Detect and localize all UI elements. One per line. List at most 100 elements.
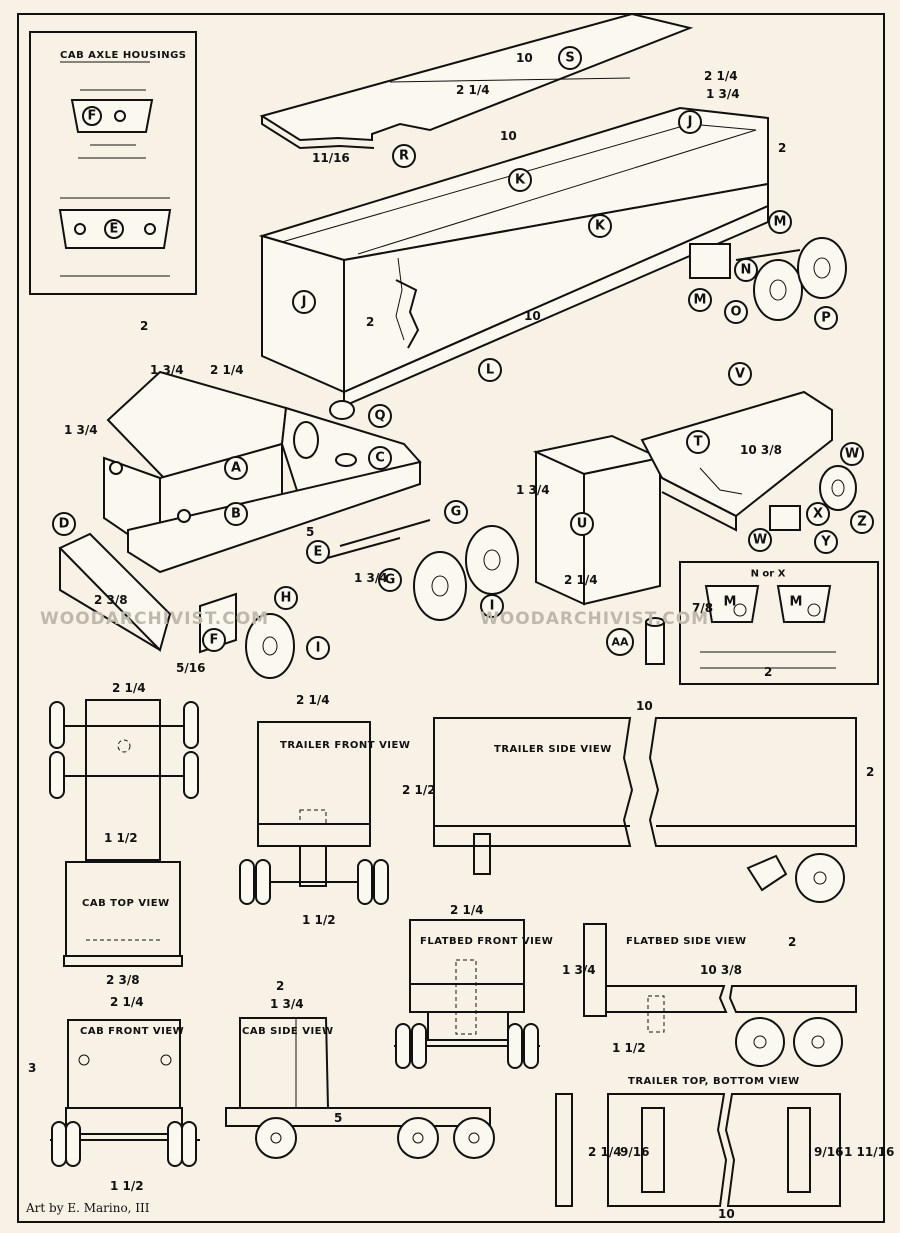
dim-top-view-bumper: 2 3/8 (106, 973, 140, 987)
flatbed-side-view (583, 923, 857, 1067)
inset-part-m2-label: M (790, 595, 803, 610)
dim-notch: 11/16 (312, 151, 350, 165)
part-d-label: D (59, 517, 70, 532)
part-g2-label: G (385, 573, 396, 588)
dim-trailer-side-height: 2 1/2 (402, 783, 436, 797)
cab-top-view (49, 699, 199, 967)
dim-cab-side-chassis: 5 (334, 1111, 342, 1125)
dim-trailer-side-wheels: 2 (788, 935, 796, 949)
artist-credit: Art by E. Marino, III (25, 1201, 150, 1215)
dim-inset-height: 7/8 (692, 601, 713, 615)
title-cab-top: CAB TOP VIEW (82, 898, 170, 909)
dim-box-height: 2 (778, 141, 786, 155)
part-s-label: S (565, 51, 574, 66)
dim-bumper-length: 2 3/8 (94, 593, 128, 607)
part-h-label: H (281, 591, 292, 606)
dim-flatbed-width: 2 1/4 (564, 573, 598, 587)
part-o-label: O (730, 305, 741, 320)
trailer-front-view (239, 721, 389, 905)
dim-trailer-side-length: 10 (636, 699, 653, 713)
watermark-left: WOODARCHIVIST.COM (40, 609, 269, 629)
dim-box-side-height: 2 (366, 315, 374, 329)
part-r-label: R (399, 149, 409, 164)
dim-slot-offset2: 9/16 (814, 1145, 843, 1159)
part-w-label: W (845, 447, 859, 462)
dim-flatbed-height: 1 3/4 (516, 483, 550, 497)
trailer-top-bottom-view (555, 1093, 841, 1207)
part-t-label: T (694, 435, 703, 450)
inset-part-e-label: E (110, 222, 119, 237)
part-j2-label: J (301, 295, 307, 310)
dim-top-width: 2 1/4 (456, 83, 490, 97)
dim-top-view-inner: 1 1/2 (104, 831, 138, 845)
part-k-label: K (515, 173, 526, 188)
part-m-label: M (774, 215, 787, 230)
dim-top-view-width: 2 1/4 (112, 681, 146, 695)
dim-trailer-bottom-slot: 1 11/16 (844, 1145, 894, 1159)
dim-cab-front-axle: 1 1/2 (110, 1179, 144, 1193)
trailer-wheels (329, 237, 847, 420)
page-border (17, 13, 885, 1223)
title-trailer-top-bottom: TRAILER TOP, BOTTOM VIEW (628, 1076, 800, 1087)
trailer-top-board (259, 12, 694, 150)
dim-trailer-side-box: 2 (866, 765, 874, 779)
dim-trailer-front-axle: 1 1/2 (302, 913, 336, 927)
part-v-label: V (735, 367, 745, 382)
part-f-callout (82, 106, 102, 126)
title-flatbed-side: FLATBED SIDE VIEW (626, 936, 747, 947)
inset-n-or-x-label: N or X (751, 569, 786, 580)
part-e-callout (104, 219, 124, 239)
part-c-label: C (375, 451, 385, 466)
cab-front-view (50, 1019, 200, 1167)
dim-cab-side-cab: 1 3/4 (270, 997, 304, 1011)
dim-box-inner: 1 3/4 (706, 87, 740, 101)
title-trailer-side: TRAILER SIDE VIEW (494, 744, 612, 755)
part-i2-label: I (316, 641, 321, 656)
dim-flatbed-side-length: 10 3/8 (700, 963, 742, 977)
flatbed-front-view (394, 919, 540, 1069)
dim-cab-width: 2 1/4 (210, 363, 244, 377)
cab-side-view (225, 1017, 495, 1159)
part-i-label: I (490, 599, 495, 614)
title-flatbed-front: FLATBED FRONT VIEW (420, 936, 553, 947)
part-j-label: J (687, 115, 693, 130)
part-g-label: G (451, 505, 462, 520)
part-q-label: Q (374, 409, 385, 424)
dim-cab-depth: 1 3/4 (150, 363, 184, 377)
part-l-label: L (486, 363, 494, 378)
dim-cab-side-length: 2 (276, 979, 284, 993)
title-cab-side: CAB SIDE VIEW (242, 1026, 334, 1037)
part-y-label: Y (820, 535, 831, 550)
part-n-label: N (741, 263, 752, 278)
dim-flatbed-side-post: 1 1/2 (612, 1041, 646, 1055)
dim-trailer-front-width: 2 1/4 (296, 693, 330, 707)
dim-cab-front-width: 2 1/4 (110, 995, 144, 1009)
dim-trailer-bottom-length: 10 (718, 1207, 735, 1221)
dim-flatbed-side-height: 1 3/4 (562, 963, 596, 977)
dim-box-bottom-length: 10 (524, 309, 541, 323)
dim-inset-width: 2 (764, 665, 772, 679)
part-w2-label: W (753, 533, 767, 548)
dim-cab-length: 2 (140, 319, 148, 333)
cab-axle-housings-inset: CAB AXLE HOUSINGS (29, 31, 197, 295)
title-cab-axle-housings: CAB AXLE HOUSINGS (60, 50, 187, 61)
part-k2-label: K (595, 219, 606, 234)
part-p-label: P (821, 311, 831, 326)
flatbed-housing-inset (679, 561, 879, 685)
part-a-label: A (231, 461, 241, 476)
dim-trailer-bottom-width: 2 1/4 (588, 1145, 622, 1159)
part-callouts (52, 46, 874, 660)
trailer-side-view (433, 717, 857, 903)
dim-slot-offset: 9/16 (620, 1145, 649, 1159)
title-cab-front: CAB FRONT VIEW (80, 1026, 184, 1037)
part-x-label: X (813, 507, 823, 522)
cab-assembly (58, 370, 519, 679)
part-f-label: F (210, 633, 219, 648)
flatbed-assembly (532, 390, 857, 606)
part-z-label: Z (857, 515, 866, 530)
watermark-right: WOODARCHIVIST.COM (480, 609, 709, 629)
title-trailer-front: TRAILER FRONT VIEW (280, 740, 410, 751)
dim-box-width: 2 1/4 (704, 69, 738, 83)
